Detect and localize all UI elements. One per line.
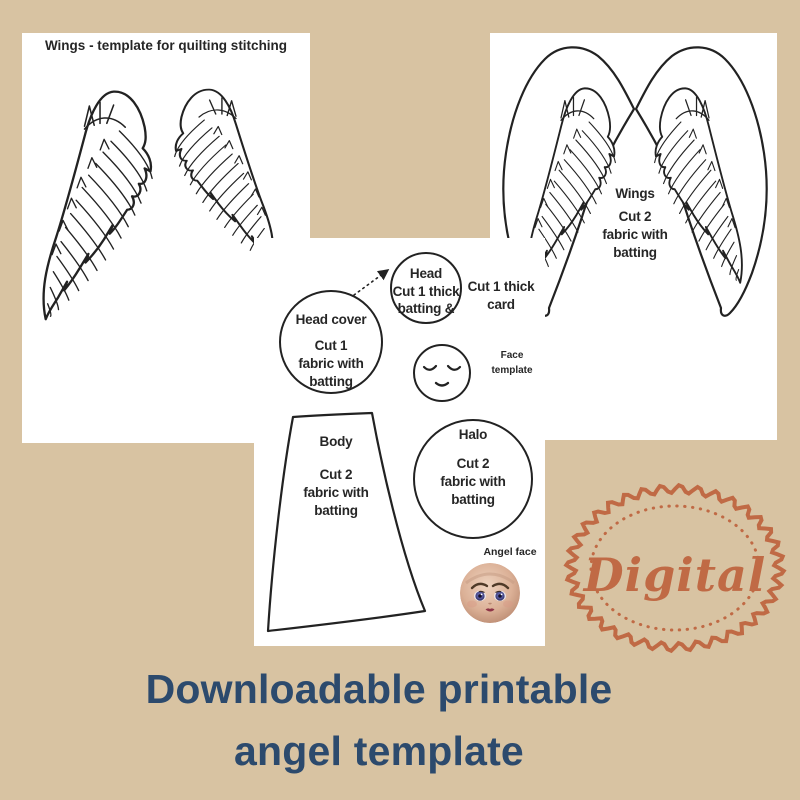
label-line: Face [500, 350, 524, 361]
parts-shapes [266, 269, 427, 633]
cut-info: Cut 1 thick [392, 283, 460, 299]
stamp-text: Digital [583, 548, 767, 602]
material-info: batting [451, 492, 495, 507]
sheet-parts: Head cover Cut 1 fabric with batting Hea… [254, 238, 545, 646]
eye-highlight-right [500, 593, 503, 596]
sheet-title: Wings - template for quilting stitching [44, 38, 288, 53]
cheek-right [503, 600, 513, 608]
body-label: Body Cut 2 fabric with batting [276, 433, 396, 520]
cheek-left [467, 600, 477, 608]
part-name: Head cover [295, 312, 367, 327]
caption-line: Downloadable printable [145, 666, 613, 712]
wings-label: Wings Cut 2 fabric with batting [575, 185, 695, 262]
part-name: Head [409, 266, 443, 281]
head-label: Head Cut 1 thick batting & [376, 265, 476, 318]
material-info: fabric with [440, 474, 506, 489]
scalloped-seal-icon [563, 482, 787, 654]
note-line: Cut 1 thick [467, 279, 535, 294]
hairline-shadow [465, 572, 515, 585]
material-info: batting [613, 245, 657, 260]
eyelid-lines [478, 590, 502, 594]
head-card-note: Cut 1 thick card [460, 278, 542, 314]
face-template-drawing [413, 344, 471, 402]
head-cover-label: Head cover Cut 1 fabric with batting [271, 311, 391, 391]
body-shape [266, 411, 427, 633]
material-info: fabric with [602, 227, 668, 242]
eye-highlight-left [480, 593, 483, 596]
dotted-arrow [353, 269, 390, 296]
note-line: card [487, 297, 515, 312]
closed-eye-left [422, 364, 438, 371]
head-cover-template-circle [279, 290, 383, 394]
cut-info: Cut 2 [319, 467, 353, 482]
cut-info: Cut 2 [456, 456, 490, 471]
cut-info: Cut 2 [618, 209, 652, 224]
part-name: Halo [458, 427, 488, 442]
eyebrow-left [470, 582, 489, 590]
pupil-right [498, 594, 502, 598]
wavy-border [563, 482, 787, 654]
material-info: batting [309, 374, 353, 389]
nose-shadow [488, 602, 492, 605]
caption: Downloadable printable angel template [0, 658, 800, 782]
head-template-circle [390, 252, 462, 324]
face-template-label: Face template [482, 348, 542, 378]
eyebrow-right [491, 582, 510, 590]
angel-face-label: Angel face [483, 546, 537, 558]
material-info: batting [314, 503, 358, 518]
pupil-left [478, 594, 482, 598]
lips [485, 608, 495, 612]
smile-mouth [434, 381, 450, 387]
dotted-ring [589, 504, 761, 632]
closed-eye-right [446, 364, 462, 371]
material-info: fabric with [298, 356, 364, 371]
angel-face-image [460, 563, 520, 623]
part-name: Wings [615, 186, 655, 201]
sleeping-face-icon [422, 364, 462, 387]
face-base [460, 563, 520, 623]
label-line: template [491, 365, 533, 376]
cut-info: Cut 1 [314, 338, 348, 353]
halo-template-circle [413, 419, 533, 539]
caption-line: angel template [234, 728, 524, 774]
material-info: batting & [397, 301, 455, 316]
painted-doll-face [460, 563, 520, 623]
material-info: fabric with [303, 485, 369, 500]
left-wing-drawing [42, 90, 154, 321]
halo-label: Halo Cut 2 fabric with batting [413, 426, 533, 509]
digital-stamp-badge: Digital [562, 480, 788, 656]
part-name: Body [319, 434, 353, 449]
